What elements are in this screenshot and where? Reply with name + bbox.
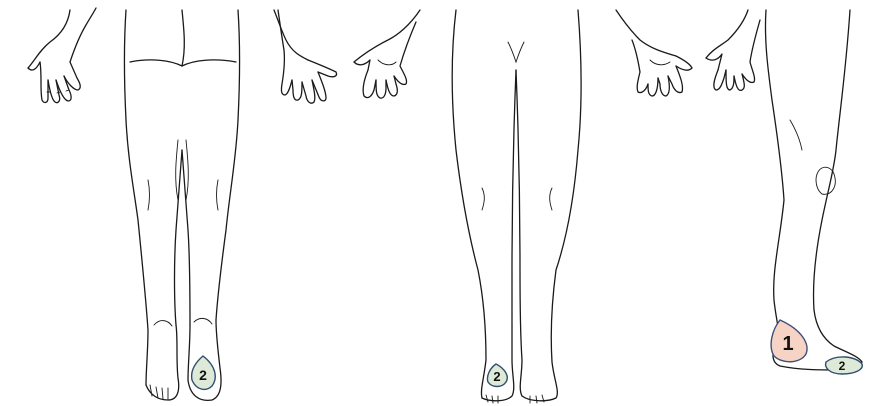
left-hand-drawing bbox=[28, 8, 96, 103]
left-torso-outline bbox=[125, 10, 127, 120]
spine-line bbox=[182, 10, 184, 66]
lateral-leg-drawing bbox=[765, 10, 862, 370]
marker-label: 2 bbox=[199, 367, 207, 383]
lateral-view bbox=[706, 10, 862, 370]
right-torso-outline bbox=[238, 10, 240, 120]
marker-label: 1 bbox=[782, 333, 793, 355]
posterior-legs-drawing bbox=[126, 120, 238, 400]
anterior-right-hand-drawing bbox=[616, 10, 692, 96]
marker-2-lateral-toes: 2 bbox=[826, 357, 863, 374]
marker-2-anterior-foot: 2 bbox=[487, 364, 507, 387]
marker-2-posterior-foot: 2 bbox=[192, 356, 216, 389]
anterior-legs-drawing bbox=[452, 10, 581, 403]
anterior-left-hand-drawing bbox=[354, 10, 420, 98]
posterior-view bbox=[28, 8, 337, 400]
lateral-hand-drawing bbox=[706, 10, 760, 90]
right-hand-drawing bbox=[274, 10, 337, 103]
marker-label: 2 bbox=[493, 369, 500, 384]
marker-1-lateral-heel: 1 bbox=[771, 320, 807, 362]
anterior-view bbox=[354, 10, 692, 403]
marker-label: 2 bbox=[839, 359, 846, 373]
